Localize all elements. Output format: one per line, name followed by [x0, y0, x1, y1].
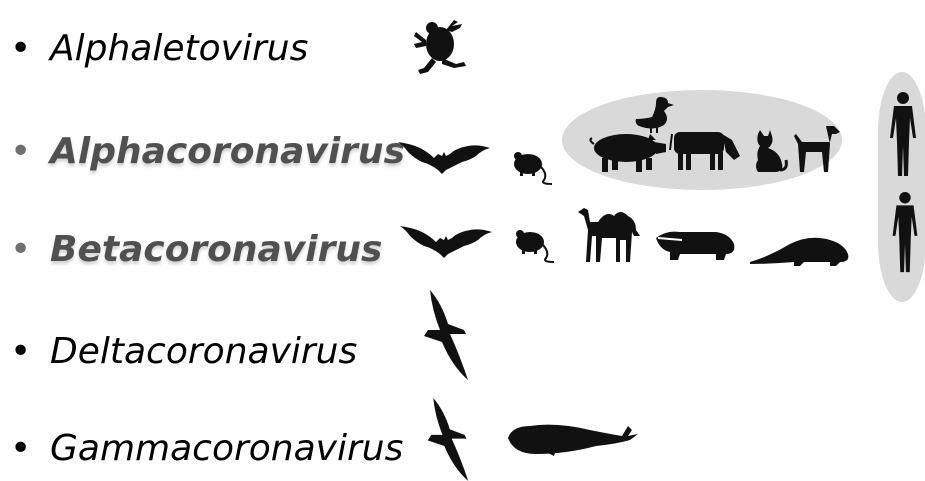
- badger-icon: [656, 228, 736, 260]
- bullet: •: [0, 428, 50, 470]
- bullet: •: [0, 131, 50, 173]
- bullet: •: [0, 229, 50, 271]
- bat-icon: [398, 138, 490, 176]
- human-icon: [886, 92, 920, 178]
- genus-label-deltacoronavirus: •Deltacoronavirus: [0, 331, 357, 373]
- bird-icon: [420, 290, 472, 380]
- genus-name: Deltacoronavirus: [50, 331, 357, 373]
- whale-icon: [506, 420, 638, 456]
- mouse-icon: [512, 150, 554, 186]
- duck-icon: [634, 95, 674, 133]
- pangolin-icon: [750, 234, 850, 266]
- bird-icon: [424, 398, 472, 481]
- genus-name: Betacoronavirus: [50, 229, 382, 271]
- genus-label-gammacoronavirus: •Gammacoronavirus: [0, 428, 403, 470]
- bullet: •: [0, 28, 50, 70]
- mouse-icon: [514, 228, 556, 264]
- frog-icon: [412, 14, 468, 76]
- genus-label-betacoronavirus: •Betacoronavirus: [0, 229, 382, 271]
- cat-icon: [752, 130, 788, 172]
- cow-icon: [672, 126, 742, 172]
- genus-name: Gammacoronavirus: [50, 428, 403, 470]
- pig-icon: [588, 130, 668, 172]
- genus-name: Alphaletovirus: [50, 28, 308, 70]
- genus-name: Alphacoronavirus: [50, 131, 405, 173]
- genus-label-alphacoronavirus: •Alphacoronavirus: [0, 131, 405, 173]
- dog-icon: [792, 124, 842, 172]
- camel-icon: [576, 206, 648, 264]
- human-icon: [888, 192, 922, 274]
- bat-icon: [398, 222, 494, 260]
- bullet: •: [0, 331, 50, 373]
- genus-label-alphaletovirus: •Alphaletovirus: [0, 28, 308, 70]
